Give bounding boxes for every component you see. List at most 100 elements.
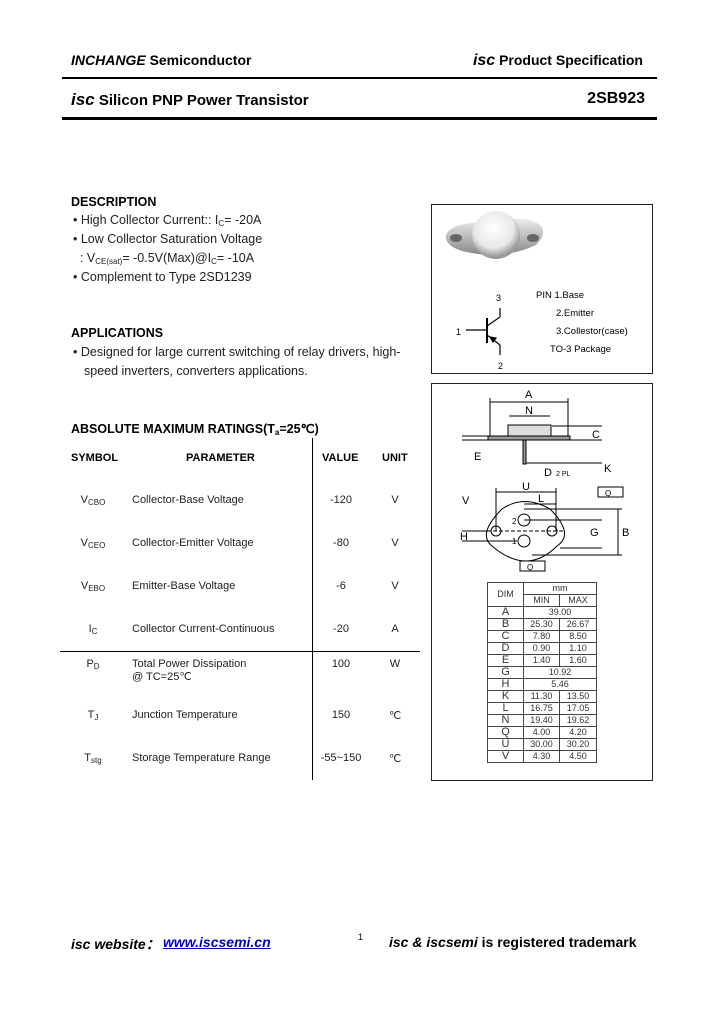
package-label: TO-3 Package <box>550 344 612 355</box>
value-cell: -80 <box>333 537 349 549</box>
dim-letter: G <box>487 666 524 679</box>
parameter-cell: Junction Temperature <box>132 709 238 721</box>
unit-cell: V <box>391 537 399 549</box>
title-brand: isc <box>71 90 95 109</box>
dim-letter: H <box>487 678 524 691</box>
spec-rest: Product Specification <box>499 52 643 68</box>
symbol-cell: IC <box>88 623 98 636</box>
unit-cell: A <box>391 623 399 635</box>
symbol-cell: VCEO <box>80 537 106 550</box>
dim-N: N <box>525 405 533 417</box>
dim-H: H <box>460 531 468 543</box>
dim-nominal: 10.92 <box>523 666 597 679</box>
dim-max: 4.50 <box>559 750 597 763</box>
unit-header: mm <box>523 582 597 595</box>
dim-K: K <box>604 463 612 475</box>
company-name: INCHANGE Semiconductor <box>71 52 251 68</box>
dim-min: 7.80 <box>523 630 560 643</box>
dim-C: C <box>592 429 600 441</box>
transistor-photo-and-symbol: 1 3 2 <box>445 211 544 371</box>
dim-B: B <box>622 527 629 539</box>
dim-min: 25.30 <box>523 618 560 631</box>
dim-Q: Q <box>605 489 611 498</box>
terminal-2: 2 <box>498 361 503 371</box>
parameter-cell: Collector Current-Continuous <box>132 623 275 635</box>
dim-header: DIM <box>487 582 524 607</box>
header-rule <box>62 77 657 79</box>
value-cell: -6 <box>336 580 346 592</box>
ratings-divider-v <box>312 438 313 780</box>
dim-letter: K <box>487 690 524 703</box>
description-item: • Complement to Type 2SD1239 <box>73 270 252 284</box>
symbol-cell: VEBO <box>80 580 106 593</box>
dim-nominal: 5.46 <box>523 678 597 691</box>
col-unit: UNIT <box>382 452 408 464</box>
dim-L: L <box>538 493 544 505</box>
dim-max: 4.20 <box>559 726 597 739</box>
dim-letter: V <box>487 750 524 763</box>
title-rule <box>62 117 657 120</box>
dim-G: G <box>590 527 599 539</box>
dim-min: 4.00 <box>523 726 560 739</box>
description-item: • Low Collector Saturation Voltage <box>73 232 263 246</box>
symbol-cell: VCBO <box>80 494 106 507</box>
symbol-cell: Tstg <box>84 752 102 765</box>
col-parameter: PARAMETER <box>186 452 255 464</box>
page-mark: 1 <box>358 932 364 942</box>
value-cell: -120 <box>329 494 353 506</box>
description-item: : VCE(sat)= -0.5V(Max)@IC= -10A <box>73 251 255 266</box>
dim-min: 30.00 <box>523 738 560 751</box>
dim-min: 1.40 <box>523 654 560 667</box>
unit-cell: V <box>391 494 399 506</box>
spec-label: isc Product Specification <box>473 52 643 70</box>
dim-letter: U <box>487 738 524 751</box>
dim-A: A <box>525 389 533 401</box>
pinout-panel: 1 3 2 PIN 1.Base 2.Emitter 3.Collestor(c… <box>431 204 653 374</box>
col-symbol: SYMBOL <box>71 452 119 464</box>
dim-min: 11.30 <box>523 690 560 703</box>
dim-max: 17.05 <box>559 702 597 715</box>
terminal-3: 3 <box>496 293 501 303</box>
dim-D: D <box>544 467 552 479</box>
symbol-cell: PD <box>86 658 100 671</box>
dim-letter: N <box>487 714 524 727</box>
unit-cell: W <box>389 658 401 670</box>
unit-cell: ℃ <box>388 753 402 765</box>
dim-2pl: 2 PL <box>556 471 571 478</box>
pin-label: 3.Collestor(case) <box>556 326 628 337</box>
dim-letter: A <box>487 606 524 619</box>
parameter-cell: Emitter-Base Voltage <box>132 580 236 592</box>
dim-letter: L <box>487 702 524 715</box>
parameter-cell: Collector-Emitter Voltage <box>132 537 254 549</box>
parameter-cell: Storage Temperature Range <box>132 752 271 764</box>
dim-letter: B <box>487 618 524 631</box>
applications-line: speed inverters, converters applications… <box>84 364 308 378</box>
company-brand: INCHANGE <box>71 52 146 68</box>
pin-label: PIN 1.Base <box>536 290 585 301</box>
title-rest: Silicon PNP Power Transistor <box>98 92 309 109</box>
dim-min: 19.40 <box>523 714 560 727</box>
website-link[interactable]: www.iscsemi.cn <box>163 934 271 950</box>
dim-letter: E <box>487 654 524 667</box>
max-header: MAX <box>559 594 597 607</box>
part-number: 2SB923 <box>587 90 645 107</box>
terminal-1: 1 <box>456 327 461 337</box>
dim-V: V <box>462 495 470 507</box>
pnp-symbol <box>466 308 501 355</box>
pin-1: 1 <box>512 537 517 546</box>
website-label: isc website： <box>71 936 160 952</box>
dim-letter: D <box>487 642 524 655</box>
ratings-divider-h <box>60 651 420 652</box>
